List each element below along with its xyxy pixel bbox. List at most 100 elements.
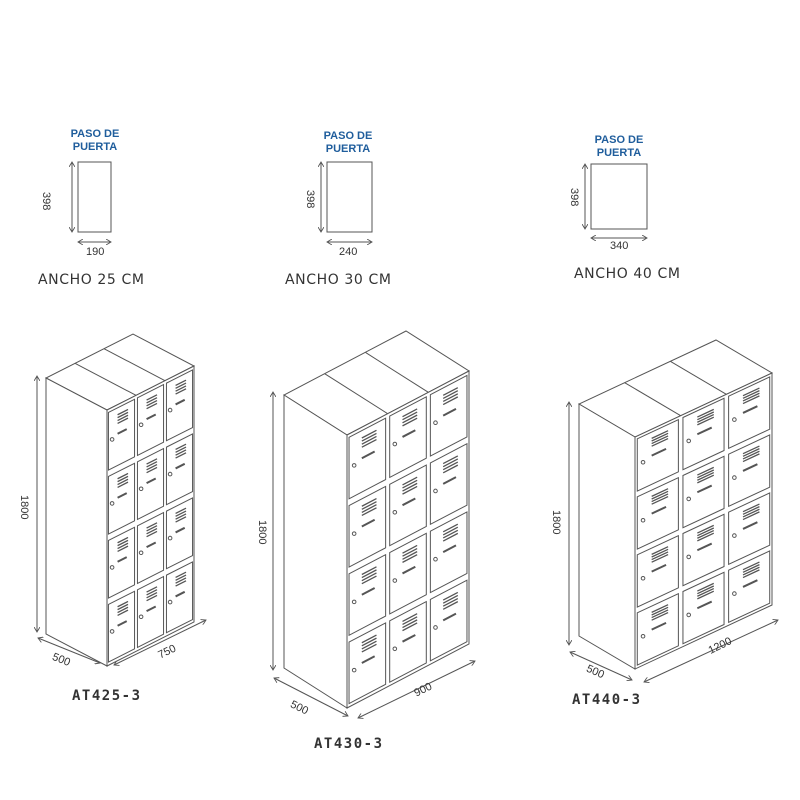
locker3-door xyxy=(636,592,679,666)
door-height-label-1: 398 xyxy=(40,192,52,211)
locker1-vent-slot xyxy=(146,589,158,596)
locker2-door xyxy=(389,395,427,479)
locker2-vent-slot xyxy=(442,461,459,471)
locker2-vent-slot xyxy=(402,554,418,563)
locker3-lock-icon xyxy=(640,459,646,465)
locker3-lock-icon xyxy=(732,475,737,480)
locker2-vent-slot xyxy=(402,551,418,560)
locker2-side xyxy=(283,394,348,709)
locker2-lock-icon xyxy=(392,441,398,447)
locker1-vent-slot xyxy=(117,606,129,614)
locker2-vent-slot xyxy=(442,526,459,536)
model-code-3: AT440-3 xyxy=(572,692,642,708)
locker1-card-slot xyxy=(146,605,157,612)
locker2-door xyxy=(348,622,387,705)
locker2-card-slot xyxy=(442,407,457,417)
locker2-lock-icon xyxy=(351,463,357,468)
locker2-card-slot xyxy=(361,450,376,460)
locker3-depth-arrow xyxy=(570,652,632,680)
model-code-1: AT425-3 xyxy=(72,688,142,704)
locker2-vent-slot xyxy=(442,591,459,601)
locker1-vent-slot xyxy=(117,545,129,552)
locker1-vent-slot xyxy=(175,571,187,579)
locker3-card-slot xyxy=(696,484,713,494)
locker1-vent-slot xyxy=(146,466,158,474)
locker1-vent-slot xyxy=(146,522,158,529)
locker3-vent-slot xyxy=(651,437,669,447)
locker2-vent-slot xyxy=(402,547,418,557)
door-opening-rect-2 xyxy=(326,161,373,233)
locker2-vent-slot xyxy=(442,464,459,474)
locker2-vent-slot xyxy=(402,476,418,486)
locker3-vent-slot xyxy=(742,508,760,518)
locker1-vent-slot xyxy=(175,443,187,451)
locker2-lock-icon xyxy=(392,646,398,652)
locker2-door xyxy=(389,532,427,615)
locker3-vent-slot xyxy=(742,392,760,402)
locker1-vent-slot xyxy=(175,379,187,387)
locker2-lock-icon xyxy=(351,599,357,605)
locker3-lock-icon xyxy=(732,417,737,422)
locker1-vent-slot xyxy=(175,449,187,456)
locker3-vent-slot xyxy=(742,390,760,399)
locker2-vent-slot xyxy=(402,613,418,622)
locker1-door xyxy=(107,462,136,535)
locker3-vent-slot xyxy=(697,413,715,423)
locker1-vent-slot xyxy=(117,411,129,419)
locker1-vent-slot xyxy=(117,542,129,550)
locker1-card-slot xyxy=(146,541,157,548)
locker2-lock-icon xyxy=(351,531,357,536)
locker1-vent-slot xyxy=(117,539,129,547)
locker3-vent-slot xyxy=(651,435,669,445)
locker1-vent-slot xyxy=(117,609,129,616)
locker2-door xyxy=(389,600,427,684)
locker2-vent-slot xyxy=(442,458,459,468)
locker3-card-slot xyxy=(651,563,667,573)
locker1-depth-arrow xyxy=(38,638,100,663)
locker2-vent-slot xyxy=(442,594,459,604)
locker1-vent-slot xyxy=(146,525,158,532)
locker1-vent-slot xyxy=(146,586,158,593)
locker3-vent-slot xyxy=(742,506,760,515)
locker2-lock-icon xyxy=(433,625,438,630)
locker3-vent-slot xyxy=(651,490,669,500)
locker2-card-slot xyxy=(442,544,457,553)
locker1-vent-slot xyxy=(175,382,187,389)
locker2-vent-slot xyxy=(361,569,377,579)
door-title-2: PASO DE PUERTA xyxy=(323,130,373,155)
locker3-vent-slot xyxy=(651,604,669,613)
locker2-vent-slot xyxy=(361,643,377,653)
locker1-card-slot xyxy=(146,477,157,484)
locker3-lock-icon xyxy=(640,575,646,581)
door-title-3: PASO DE PUERTA xyxy=(594,134,644,159)
locker3-lock-icon xyxy=(640,633,646,639)
locker1-vent-slot xyxy=(175,510,187,517)
locker1-vent-slot xyxy=(117,603,129,611)
locker2-vent-slot xyxy=(402,616,418,626)
locker3-card-slot xyxy=(651,621,667,631)
locker3-vent-slot xyxy=(697,587,715,597)
locker1-vent-slot xyxy=(146,461,158,468)
locker1-door xyxy=(136,575,165,649)
door-title-1: PASO DE PUERTA xyxy=(70,128,120,153)
locker3-card-slot xyxy=(651,505,667,515)
locker2-door xyxy=(429,442,468,526)
locker3-lock-icon xyxy=(686,438,692,444)
locker1-door xyxy=(136,383,165,457)
locker3-vent-slot xyxy=(651,432,669,442)
model-code-2: AT430-3 xyxy=(314,736,384,752)
locker1-card-slot xyxy=(175,462,186,470)
locker3-door xyxy=(682,513,725,587)
locker2-top-divider xyxy=(324,373,388,415)
locker1-card-slot xyxy=(175,526,186,534)
locker2-vent-slot xyxy=(442,455,459,465)
locker1-card-slot xyxy=(117,556,128,563)
locker2-card-slot xyxy=(361,655,376,664)
locker1-vent-slot xyxy=(117,481,129,488)
locker2-door xyxy=(348,417,387,500)
locker3-door xyxy=(682,571,725,645)
locker1-vent-slot xyxy=(175,388,187,395)
lockers-group xyxy=(44,330,774,709)
locker3-vent-slot xyxy=(651,430,669,439)
